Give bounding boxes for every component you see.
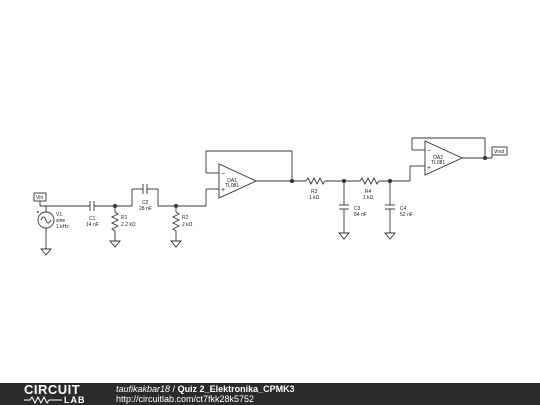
r3-value: 1 kΩ bbox=[309, 195, 320, 201]
resistor-r1[interactable] bbox=[110, 211, 120, 232]
v1-type: sine bbox=[56, 218, 65, 224]
opamp-oa1[interactable] bbox=[218, 163, 258, 199]
ground-symbol bbox=[40, 248, 52, 256]
logo-text-top: CIRCUIT bbox=[24, 382, 81, 397]
resistor-r4[interactable] bbox=[359, 176, 380, 186]
c3-name: C3 bbox=[354, 206, 361, 212]
credit-separator: / bbox=[170, 384, 178, 394]
footer-bar: CIRCUIT LAB taufikakbar18 / Quiz 2_Elekt… bbox=[0, 383, 540, 405]
ground-symbol bbox=[109, 240, 121, 248]
circuit-title[interactable]: Quiz 2_Elektronika_CPMK3 bbox=[177, 384, 295, 394]
ground-symbol bbox=[338, 232, 350, 240]
sine-source-v1[interactable] bbox=[37, 211, 55, 229]
logo-squiggle-icon bbox=[24, 396, 62, 404]
capacitor-c2[interactable] bbox=[142, 184, 148, 194]
c4-value: 52 nF bbox=[400, 212, 413, 218]
vout-label: Vout bbox=[494, 149, 505, 155]
c1-name: C1 bbox=[89, 216, 96, 222]
oa1-part: TL081 bbox=[225, 183, 239, 189]
oa2-plus: + bbox=[427, 165, 431, 172]
oa2-part: TL081 bbox=[431, 160, 445, 166]
c2-name: C2 bbox=[142, 200, 149, 206]
oa2-minus: − bbox=[427, 148, 431, 155]
c3-value: 84 nF bbox=[354, 212, 367, 218]
resistor-r2[interactable] bbox=[171, 211, 181, 232]
r3-name: R3 bbox=[311, 189, 318, 195]
author-link[interactable]: taufikakbar18 bbox=[116, 384, 171, 394]
r1-name: R1 bbox=[121, 215, 128, 221]
v1-freq: 1 kHz bbox=[56, 224, 69, 230]
oa1-minus: − bbox=[221, 171, 225, 178]
v1-name: V1 bbox=[56, 212, 62, 218]
resistor-r3[interactable] bbox=[305, 176, 326, 186]
oa1-name: OA1 bbox=[227, 178, 237, 184]
ground-symbol bbox=[384, 232, 396, 240]
capacitor-c3[interactable] bbox=[339, 204, 349, 210]
r4-name: R4 bbox=[365, 189, 372, 195]
circuitlab-logo[interactable]: CIRCUIT LAB bbox=[6, 383, 106, 405]
r1-value: 2.2 kΩ bbox=[121, 222, 136, 228]
oa1-plus: + bbox=[221, 187, 225, 194]
c4-name: C4 bbox=[400, 206, 407, 212]
r4-value: 1 kΩ bbox=[363, 195, 374, 201]
capacitor-c1[interactable] bbox=[89, 201, 95, 211]
logo-text-bottom: LAB bbox=[64, 395, 86, 405]
opamp-oa2[interactable] bbox=[424, 140, 464, 176]
oa2-name: OA2 bbox=[433, 155, 443, 161]
ground-symbol bbox=[170, 240, 182, 248]
c2-value: 28 nF bbox=[139, 206, 152, 212]
circuit-url[interactable]: http://circuitlab.com/ct7fkk28k5752 bbox=[116, 394, 255, 404]
vin-label: Vin bbox=[36, 195, 43, 201]
credit-line: taufikakbar18 / Quiz 2_Elektronika_CPMK3 bbox=[116, 384, 295, 395]
capacitor-c4[interactable] bbox=[385, 204, 395, 210]
schematic-canvas: Vin Vout V1 sine 1 kHz C1 14 nF C2 28 nF… bbox=[33, 137, 508, 256]
vout-port[interactable] bbox=[491, 146, 508, 156]
r2-name: R2 bbox=[182, 215, 189, 221]
c1-value: 14 nF bbox=[86, 222, 99, 228]
r2-value: 2 kΩ bbox=[182, 222, 193, 228]
